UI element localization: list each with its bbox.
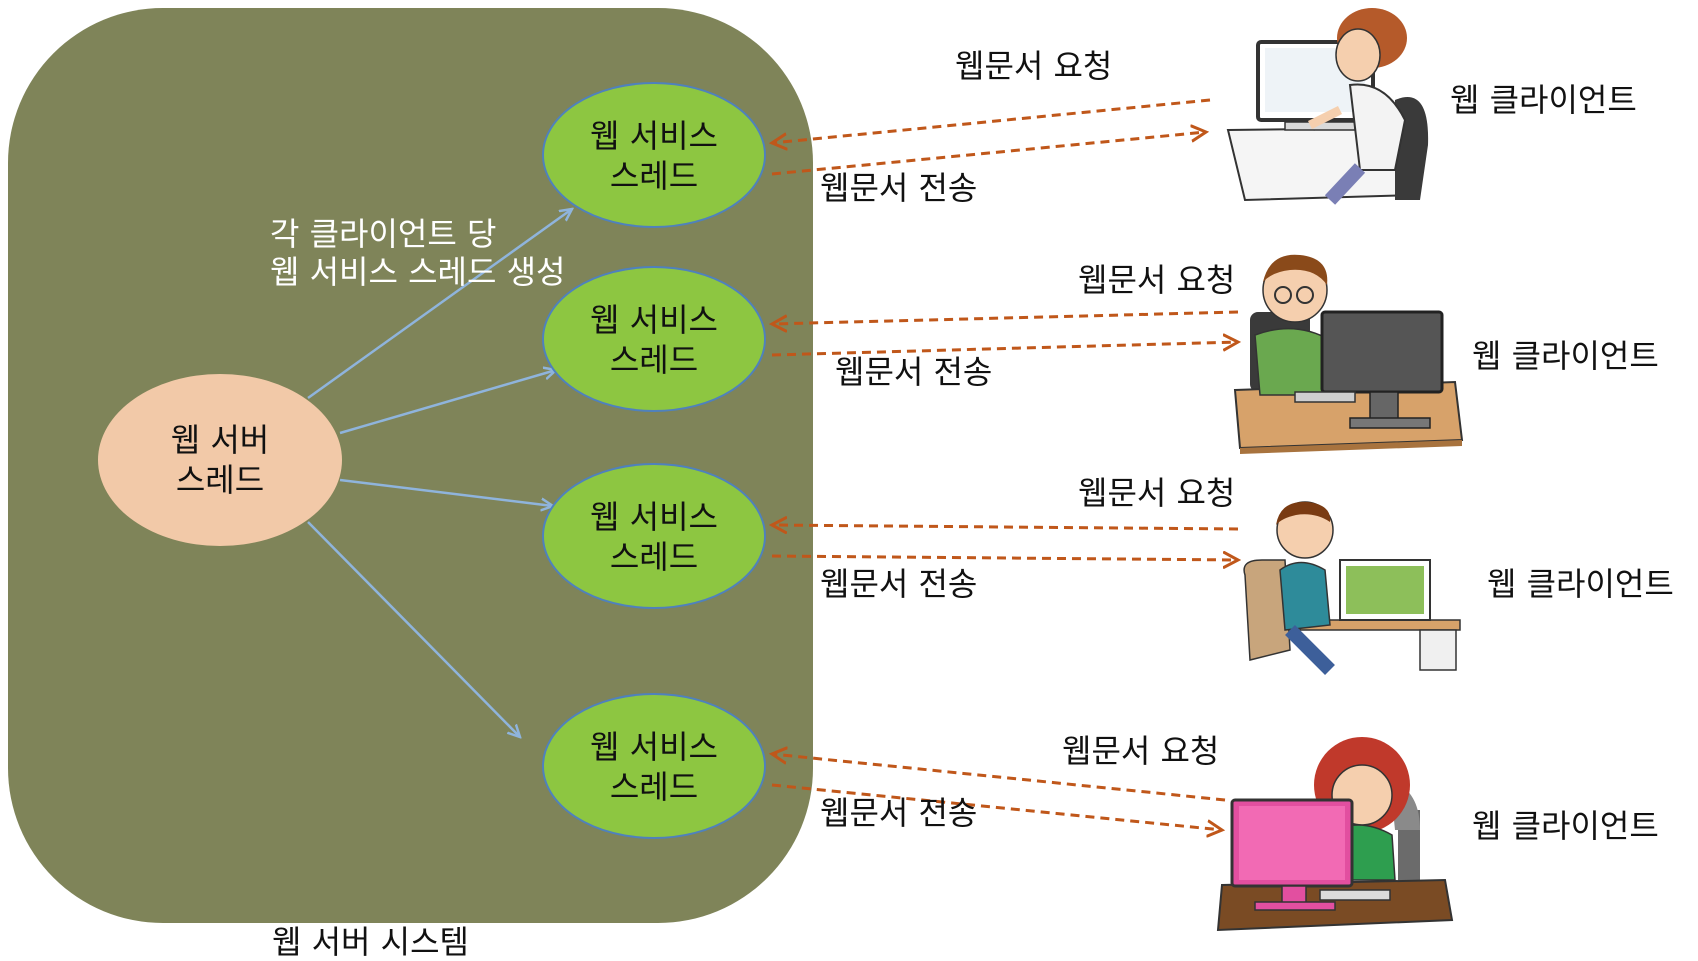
service-thread-label-3: 웹 서비스 스레드 bbox=[554, 497, 754, 577]
http-arrows bbox=[771, 98, 1239, 830]
spawn-note-line1: 각 클라이언트 당 bbox=[270, 215, 497, 253]
response-arrow-2 bbox=[771, 342, 1238, 357]
service-thread-node-3 bbox=[542, 463, 766, 609]
spawn-arrow-3 bbox=[339, 478, 553, 506]
web-server-system-box bbox=[8, 8, 813, 923]
request-arrow-1 bbox=[772, 98, 1211, 143]
client-illustration-4 bbox=[1216, 737, 1454, 932]
service-thread-label-2: 웹 서비스 스레드 bbox=[554, 300, 754, 380]
client-illustration-2 bbox=[1233, 254, 1464, 454]
response-label-2: 웹문서 전송 bbox=[835, 353, 993, 391]
client-label-4: 웹 클라이언트 bbox=[1472, 807, 1659, 845]
response-label-4: 웹문서 전송 bbox=[820, 794, 978, 832]
request-label-3: 웹문서 요청 bbox=[1078, 474, 1236, 512]
service-thread-label-4: 웹 서비스 스레드 bbox=[554, 727, 754, 807]
response-arrow-3 bbox=[771, 556, 1238, 560]
service-thread-label-line1: 웹 서비스 bbox=[590, 728, 718, 766]
web-server-thread-label: 웹 서버 스레드 bbox=[120, 420, 320, 500]
response-arrow-1 bbox=[771, 132, 1206, 176]
request-label-4: 웹문서 요청 bbox=[1062, 732, 1220, 770]
response-label-3: 웹문서 전송 bbox=[820, 565, 978, 603]
service-thread-label-line2: 스레드 bbox=[609, 157, 699, 195]
response-arrow-4 bbox=[771, 783, 1222, 830]
service-thread-node-4 bbox=[542, 693, 766, 839]
web-server-system-label: 웹 서버 시스템 bbox=[272, 923, 469, 961]
client-illustration-1 bbox=[1226, 8, 1429, 205]
web-server-thread-node bbox=[98, 374, 342, 546]
spawn-note-line2: 웹 서비스 스레드 생성 bbox=[270, 253, 566, 291]
spawn-arrows bbox=[307, 209, 572, 737]
web-server-thread-label-line2: 스레드 bbox=[175, 461, 265, 499]
service-thread-label-line2: 스레드 bbox=[609, 768, 699, 806]
service-thread-label-line2: 스레드 bbox=[609, 341, 699, 379]
service-thread-label-1: 웹 서비스 스레드 bbox=[554, 116, 754, 196]
service-thread-node-2 bbox=[542, 266, 766, 412]
spawn-arrow-2 bbox=[339, 370, 556, 435]
request-arrow-3 bbox=[772, 525, 1239, 529]
spawn-arrow-4 bbox=[307, 521, 520, 737]
request-arrow-4 bbox=[772, 754, 1226, 802]
request-label-1: 웹문서 요청 bbox=[955, 47, 1113, 85]
client-label-2: 웹 클라이언트 bbox=[1472, 337, 1659, 375]
service-thread-label-line2: 스레드 bbox=[609, 538, 699, 576]
request-label-2: 웹문서 요청 bbox=[1078, 261, 1236, 299]
service-thread-label-line1: 웹 서비스 bbox=[590, 117, 718, 155]
service-thread-label-line1: 웹 서비스 bbox=[590, 498, 718, 536]
client-illustration-3 bbox=[1243, 501, 1461, 675]
response-label-1: 웹문서 전송 bbox=[820, 169, 978, 207]
web-server-thread-label-line1: 웹 서버 bbox=[170, 421, 270, 459]
client-label-1: 웹 클라이언트 bbox=[1450, 81, 1637, 119]
service-thread-label-line1: 웹 서비스 bbox=[590, 301, 718, 339]
spawn-arrow-1 bbox=[307, 209, 572, 400]
service-thread-node-1 bbox=[542, 82, 766, 228]
client-label-3: 웹 클라이언트 bbox=[1487, 565, 1674, 603]
request-arrow-2 bbox=[772, 310, 1239, 324]
